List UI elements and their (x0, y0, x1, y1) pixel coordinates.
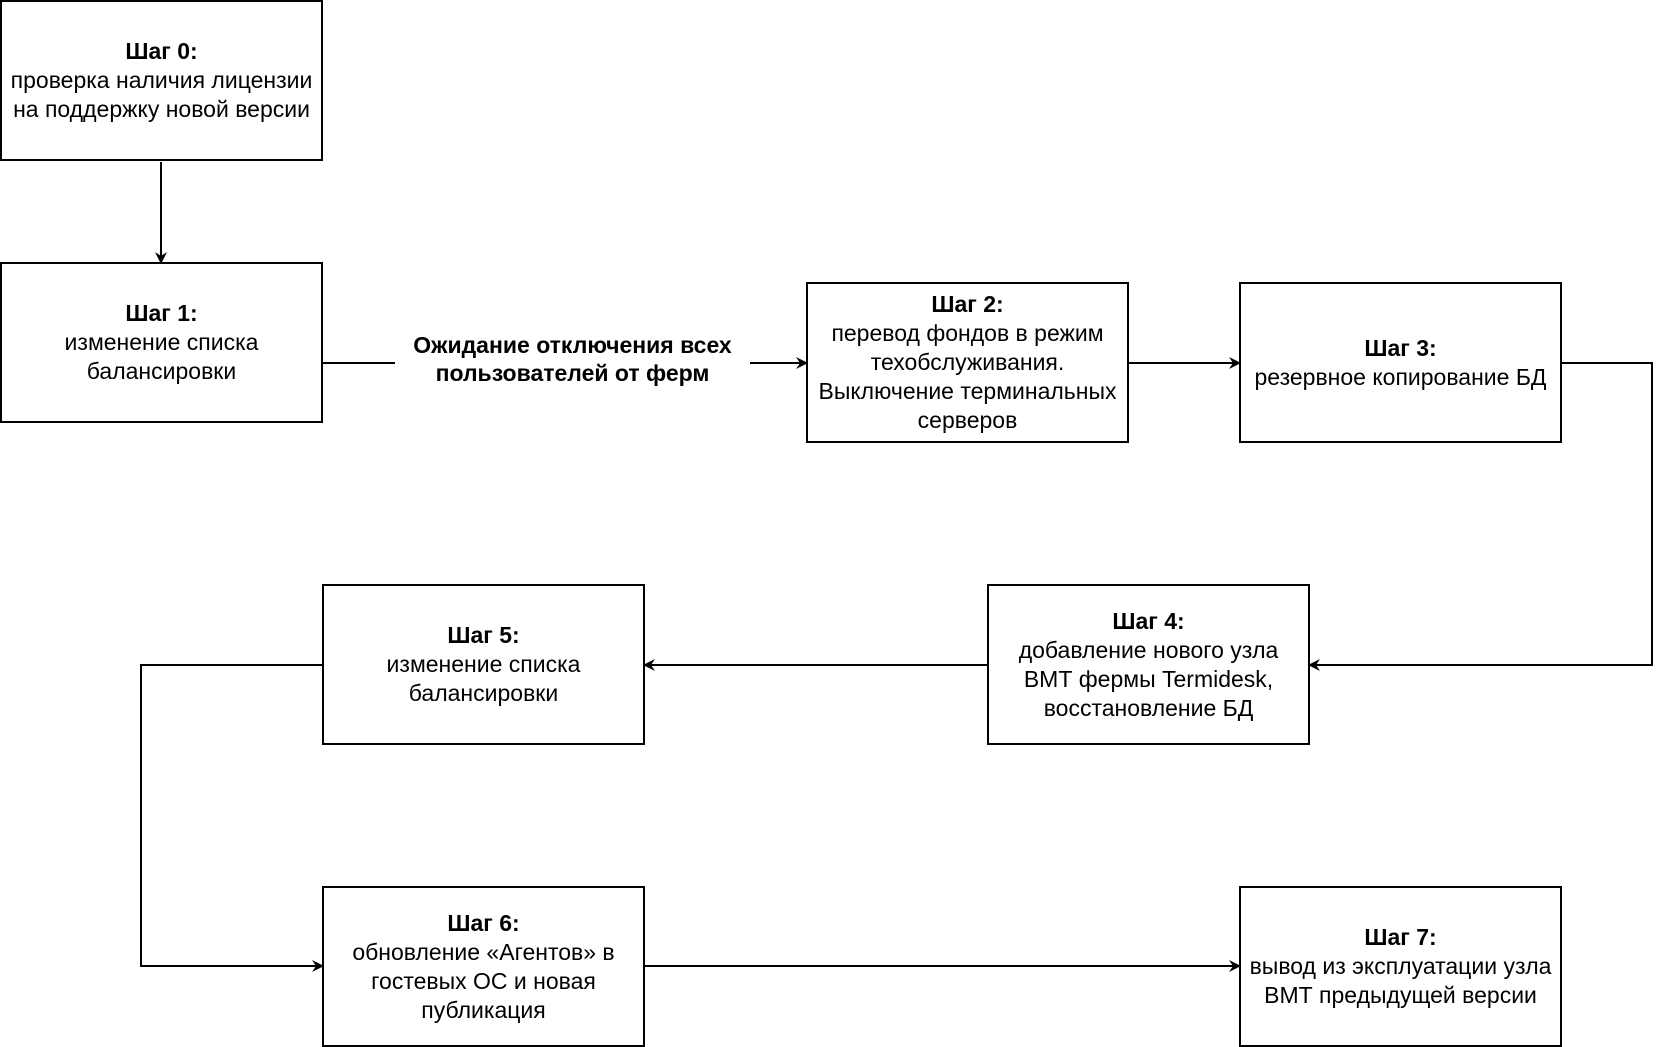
step-6-box: Шаг 6: обновление «Агентов» в гостевых О… (322, 886, 645, 1047)
step-1-box: Шаг 1: изменение списка балансировки (0, 262, 323, 423)
step-0-title: Шаг 0: (125, 38, 198, 64)
step-7-box: Шаг 7: вывод из эксплуатации узла ВМТ пр… (1239, 886, 1562, 1047)
step-4-box: Шаг 4: добавление нового узла ВМТ фермы … (987, 584, 1310, 745)
step-5-title: Шаг 5: (447, 622, 520, 648)
step-0-text: проверка наличия лицензии на поддержку н… (10, 67, 313, 122)
step-4-title: Шаг 4: (1112, 607, 1185, 634)
step-5-text: изменение списка балансировки (386, 651, 581, 706)
step-3-text: резервное копирование БД (1254, 363, 1547, 390)
step-5-box: Шаг 5: изменение списка балансировки (322, 584, 645, 745)
step-6-text: обновление «Агентов» в гостевых ОС и нов… (352, 938, 615, 1023)
step-0-box: Шаг 0: проверка наличия лицензии на подд… (0, 0, 323, 161)
arrow-step3-to-step4 (1308, 362, 1653, 671)
step-2-box: Шаг 2: перевод фондов в режим техобслужи… (806, 282, 1129, 443)
step-7-text: вывод из эксплуатации узла ВМТ предыдуще… (1249, 953, 1552, 1008)
step-4-text: добавление нового узла ВМТ фермы Termide… (1018, 636, 1279, 721)
step-2-text: перевод фондов в режим техобслуживания. … (818, 320, 1117, 433)
wait-users-disconnect-label: Ожидание отключения всех пользователей о… (395, 331, 750, 387)
arrow-step5-to-step6 (140, 664, 324, 972)
step-6-title: Шаг 6: (447, 909, 520, 936)
step-1-text: изменение списка балансировки (64, 329, 259, 384)
step-1-title: Шаг 1: (125, 300, 198, 326)
step-7-title: Шаг 7: (1364, 924, 1437, 950)
step-3-box: Шаг 3: резервное копирование БД (1239, 282, 1562, 443)
step-2-title: Шаг 2: (931, 291, 1004, 317)
step-3-title: Шаг 3: (1364, 334, 1437, 361)
